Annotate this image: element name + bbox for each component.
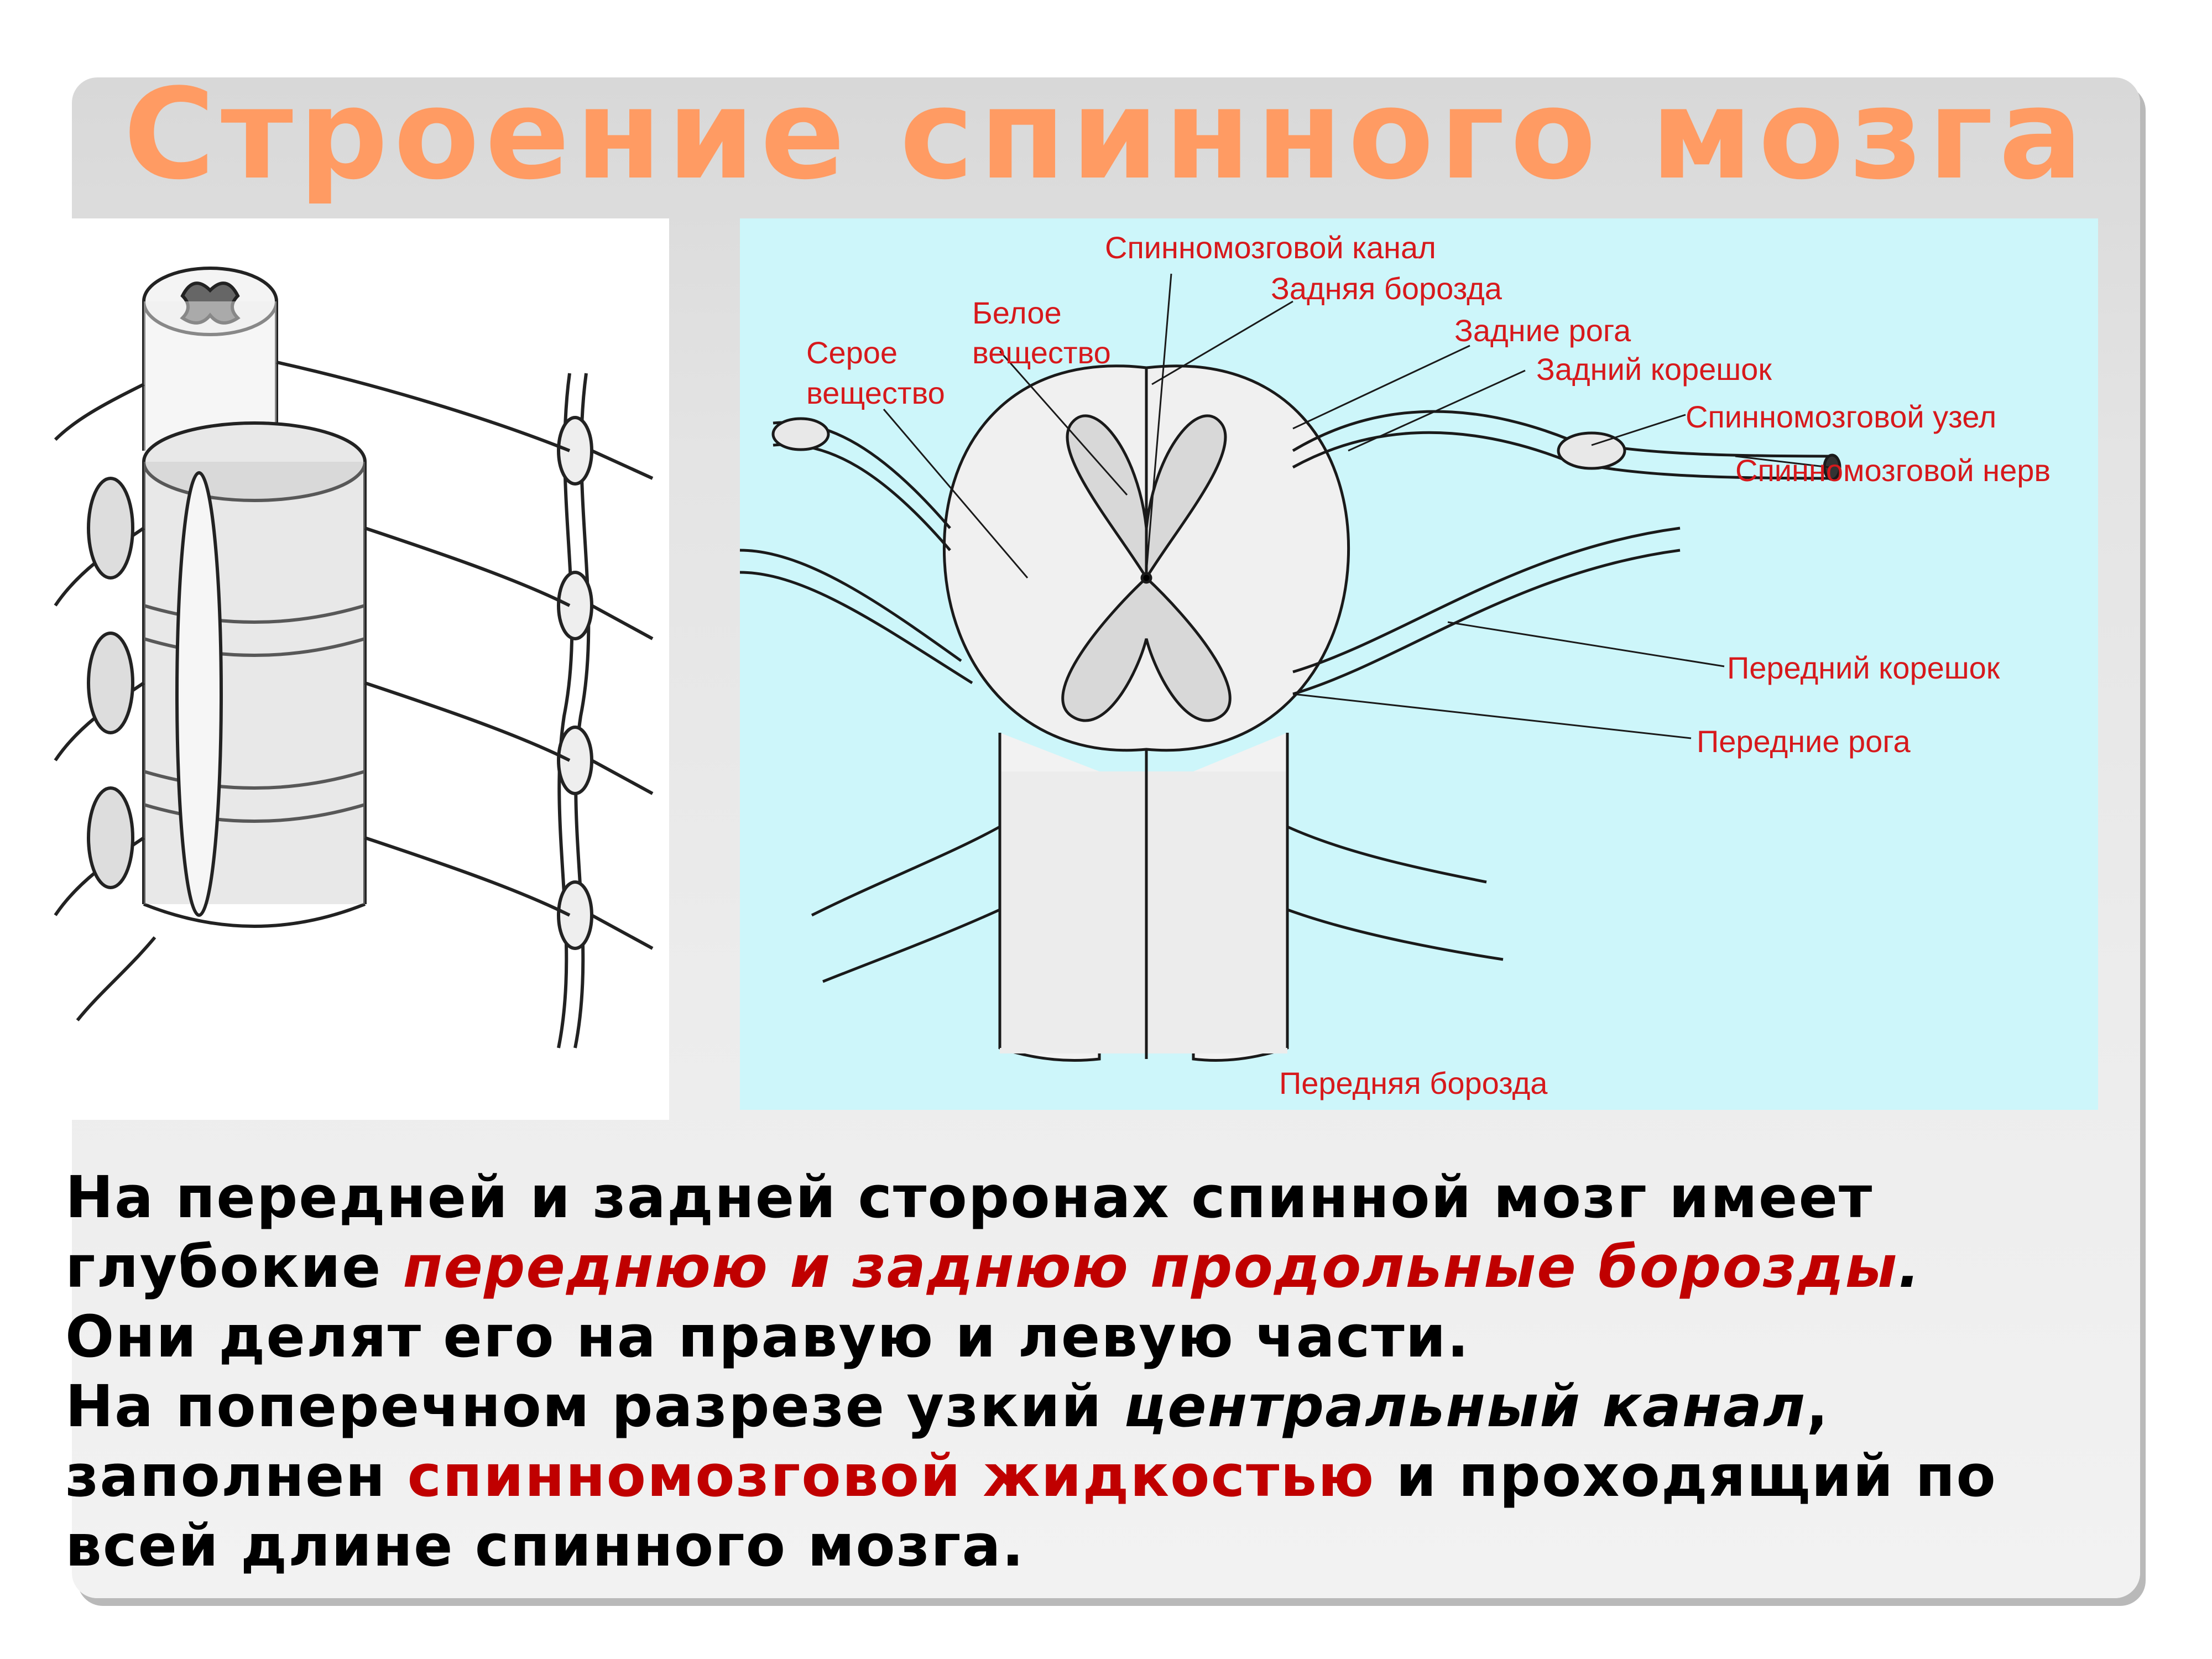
- body-line-2-start: глубокие: [65, 1233, 403, 1301]
- label-anterior-root: Передний корешок: [1727, 650, 2000, 685]
- body-line-5-start: заполнен: [65, 1442, 408, 1510]
- highlight-central-canal: центральный канал: [1124, 1373, 1806, 1440]
- label-posterior-horns: Задние рога: [1454, 313, 1631, 348]
- label-white-matter-1: Белое: [972, 295, 1062, 330]
- body-line-5-end: и проходящий по: [1375, 1442, 1997, 1510]
- body-line-4: На поперечном разрезе узкий центральный …: [65, 1371, 2111, 1441]
- body-line-1: На передней и задней сторонах спинной мо…: [65, 1162, 2111, 1232]
- label-posterior-sulcus: Задняя борозда: [1271, 271, 1503, 306]
- highlight-cerebrospinal-fluid: спинномозговой жидкостью: [408, 1442, 1375, 1510]
- body-line-4-start: На поперечном разрезе узкий: [65, 1373, 1124, 1440]
- label-spinal-nerve: Спинномозговой нерв: [1735, 453, 2051, 488]
- highlight-longitudinal-sulci: переднюю и заднюю продольные борозды: [403, 1233, 1898, 1301]
- spinal-cord-cross-section: Спинномозговой канал Задняя борозда Бело…: [740, 218, 2098, 1110]
- label-anterior-horns: Передние рога: [1697, 724, 1911, 759]
- body-line-2: глубокие переднюю и заднюю продольные бо…: [65, 1232, 2111, 1302]
- label-spinal-ganglion: Спинномозговой узел: [1686, 399, 1996, 434]
- body-line-5: заполнен спинномозговой жидкостью и прох…: [65, 1441, 2111, 1511]
- body-line-3: Они делят его на правую и левую части.: [65, 1302, 2111, 1371]
- vertebral-column-drawing: [44, 218, 669, 1120]
- slide-title: Строение спинного мозга: [0, 66, 2212, 204]
- label-white-matter-2: вещество: [972, 335, 1111, 370]
- cross-section-drawing: Спинномозговой канал Задняя борозда Бело…: [740, 218, 2098, 1110]
- label-gray-matter-1: Серое: [806, 335, 898, 370]
- body-line-6: всей длине спинного мозга.: [65, 1511, 2111, 1580]
- description-text: На передней и задней сторонах спинной мо…: [65, 1162, 2111, 1580]
- body-line-2-end: .: [1898, 1233, 1921, 1301]
- label-anterior-fissure: Передняя борозда: [1279, 1066, 1548, 1100]
- vertebral-column-illustration: [44, 218, 669, 1120]
- body-line-4-end: ,: [1806, 1373, 1829, 1440]
- label-spinal-canal: Спинномозговой канал: [1105, 230, 1436, 265]
- label-gray-matter-2: вещество: [806, 375, 945, 410]
- label-posterior-root: Задний корешок: [1536, 352, 1772, 387]
